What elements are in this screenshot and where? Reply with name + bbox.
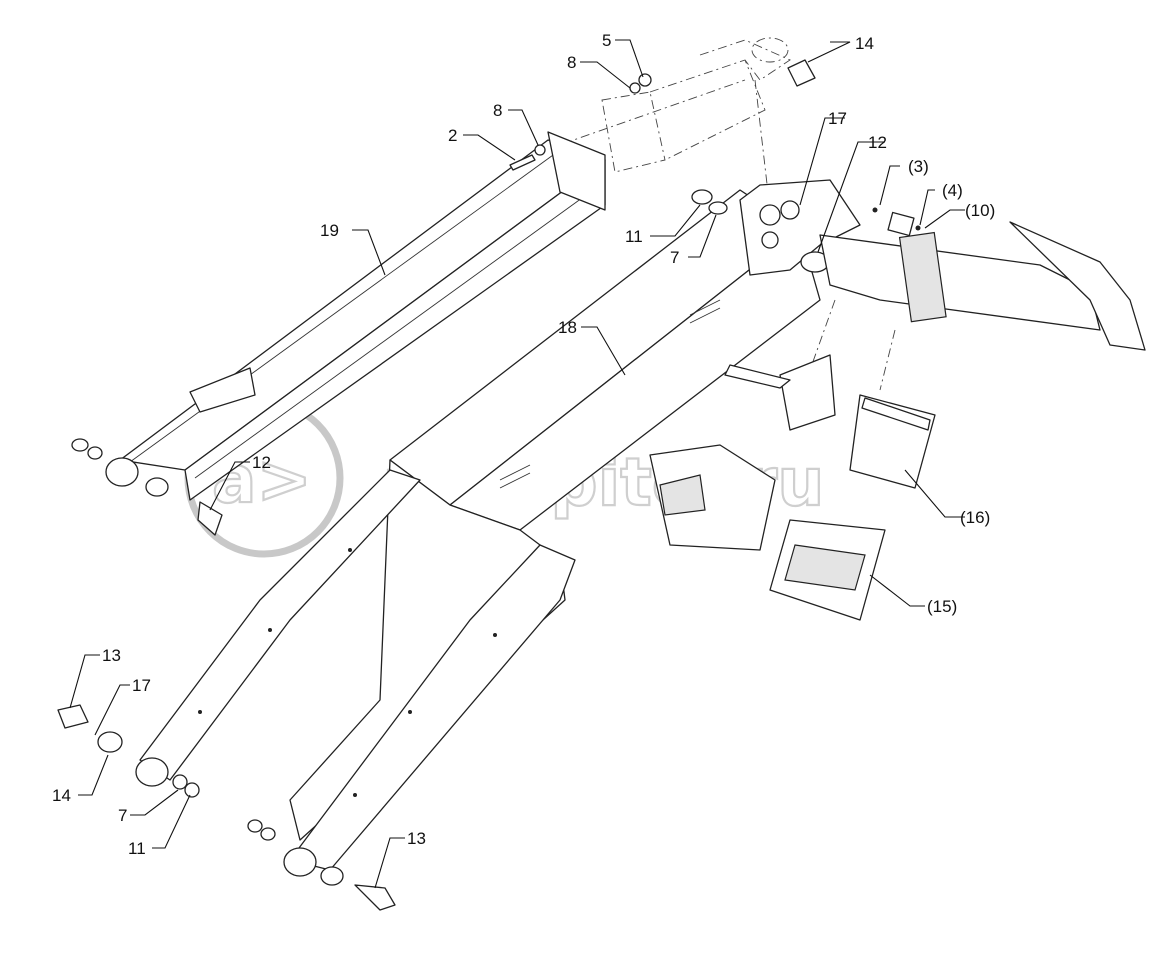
callout-7: 7 (670, 248, 679, 267)
callout-5: 5 (602, 31, 611, 50)
callout-13: 13 (102, 646, 121, 665)
callout-11: 11 (128, 839, 146, 858)
callout-8: 8 (493, 101, 502, 120)
callout-14: 14 (52, 786, 71, 805)
head-bracket (739, 179, 861, 276)
callout-11: 11 (625, 227, 643, 246)
callout-15: (15) (927, 597, 957, 616)
callout-4: (4) (942, 181, 963, 200)
upper-boom-arm (105, 131, 606, 501)
callout-3: (3) (908, 157, 929, 176)
callout-12: 12 (868, 133, 887, 152)
callout-7: 7 (118, 806, 127, 825)
callout-leaders (69, 39, 965, 889)
callout-2: 2 (448, 126, 457, 145)
small-hardware (57, 59, 921, 911)
callout-17: 17 (132, 676, 151, 695)
callout-10: (10) (965, 201, 995, 220)
callout-19: 19 (320, 221, 339, 240)
rear-arm (819, 221, 1146, 351)
callout-13: 13 (407, 829, 426, 848)
callout-12: 12 (252, 453, 271, 472)
callout-16: (16) (960, 508, 990, 527)
callout-18: 18 (558, 318, 577, 337)
guard-parts (649, 354, 936, 621)
callout-labels: 5 8 14 8 2 17 12 (3) (4) (10) 19 11 7 18… (52, 31, 995, 858)
callout-17: 17 (828, 109, 847, 128)
callout-14: 14 (855, 34, 874, 53)
main-boom (135, 189, 821, 877)
callout-8: 8 (567, 53, 576, 72)
